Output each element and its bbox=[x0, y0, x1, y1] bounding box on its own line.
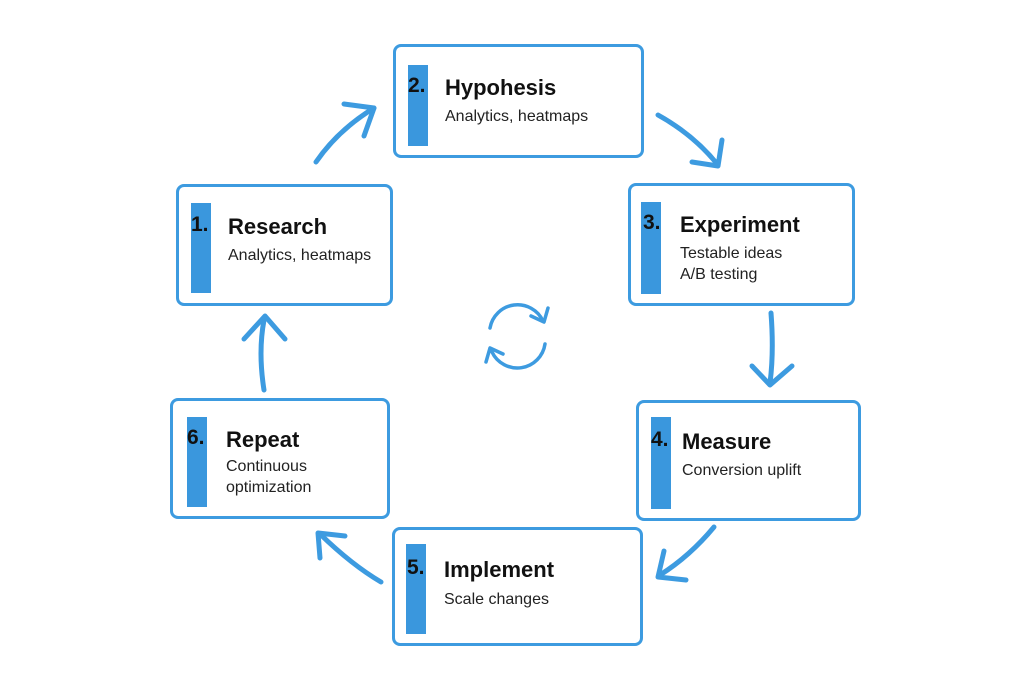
step-card-experiment: 3. Experiment Testable ideas A/B testing bbox=[628, 183, 855, 306]
step-description: Continuous optimization bbox=[226, 456, 311, 498]
arrow-experiment-to-measure bbox=[749, 310, 795, 388]
arrow-implement-to-repeat bbox=[315, 530, 384, 585]
step-description-line: Scale changes bbox=[444, 591, 549, 608]
step-title: Repeat bbox=[226, 427, 300, 452]
step-description: Scale changes bbox=[444, 589, 549, 610]
step-description: Testable ideas A/B testing bbox=[680, 243, 782, 285]
step-title: Hypohesis bbox=[445, 75, 557, 100]
step-description: Analytics, heatmaps bbox=[228, 245, 371, 266]
arrow-hypothesis-to-experiment bbox=[655, 112, 725, 169]
step-title: Experiment bbox=[680, 212, 800, 237]
arrow-research-to-hypothesis bbox=[313, 101, 377, 165]
step-card-research: 1. Research Analytics, heatmaps bbox=[176, 184, 393, 306]
step-card-hypothesis: 2. Hypohesis Analytics, heatmaps bbox=[393, 44, 644, 158]
step-description: Conversion uplift bbox=[682, 460, 801, 481]
arrow-measure-to-implement bbox=[655, 524, 717, 583]
step-title: Research bbox=[228, 214, 328, 239]
step-card-implement: 5. Implement Scale changes bbox=[392, 527, 643, 646]
step-description-line: A/B testing bbox=[680, 266, 758, 283]
step-accent-bar bbox=[651, 417, 671, 509]
step-description-line: Conversion uplift bbox=[682, 462, 802, 479]
refresh-cycle-icon bbox=[484, 303, 550, 370]
step-card-measure: 4. Measure Conversion uplift bbox=[636, 400, 861, 521]
arrow-repeat-to-research bbox=[241, 313, 288, 393]
step-number: 1. bbox=[191, 213, 209, 236]
step-title: Measure bbox=[682, 429, 772, 454]
step-accent-bar bbox=[408, 65, 428, 146]
step-number: 2. bbox=[408, 74, 426, 97]
step-accent-bar bbox=[641, 202, 661, 294]
step-description-line: Continuous bbox=[226, 458, 307, 475]
step-description: Analytics, heatmaps bbox=[445, 106, 588, 127]
step-accent-bar bbox=[191, 203, 211, 293]
step-number: 6. bbox=[187, 426, 205, 449]
step-card-repeat: 6. Repeat Continuous optimization bbox=[170, 398, 390, 519]
step-description-line: Analytics, heatmaps bbox=[445, 108, 589, 125]
step-accent-bar bbox=[406, 544, 426, 634]
step-number: 5. bbox=[407, 556, 425, 579]
step-description-line: Analytics, heatmaps bbox=[228, 247, 372, 264]
step-title: Implement bbox=[444, 557, 555, 582]
step-description-line: Testable ideas bbox=[680, 245, 783, 262]
step-accent-bar bbox=[187, 417, 207, 507]
step-description-line: optimization bbox=[226, 479, 312, 496]
step-number: 3. bbox=[643, 211, 661, 234]
step-number: 4. bbox=[651, 428, 669, 451]
